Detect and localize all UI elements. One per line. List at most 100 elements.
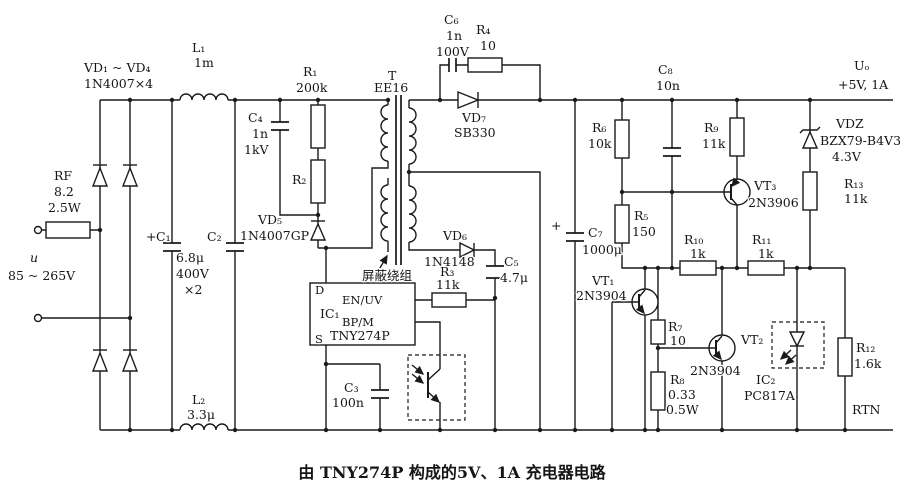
rf-name-label: RF [54,168,72,183]
vdz-value-label: BZX79-B4V3 [820,133,901,148]
bridge-diode-3 [121,164,139,187]
c6-name-label: C₆ [444,12,459,27]
vd7-value-label: SB330 [454,125,496,140]
opto-phototransistor [407,354,466,421]
figure-caption: 由 TNY274P 构成的5V、1A 充电器电路 [298,463,606,482]
resistor-r12 [837,337,853,377]
c1-plus-label: + [146,229,156,244]
bridge-name-label: VD₁ ~ VD₄ [83,60,151,75]
input-terminals [33,225,43,323]
opto-led-ic2 [771,321,825,369]
output-name-label: Uₒ [854,58,870,73]
r9-value-label: 11k [702,136,726,151]
vt2-name-label: VT₂ [740,332,763,347]
transistor-vt2 [708,334,736,362]
wire-snubber [439,64,541,100]
r13-name-label: R₁₃ [844,176,863,191]
vd5-value-label: 1N4007GP [240,228,309,243]
vt2-value-label: 2N3904 [690,363,741,378]
wire-ic1-pins [325,299,495,430]
ic1-pin-s-label: S [315,332,323,346]
r4-name-label: R₄ [476,22,490,37]
inductor-coils [179,93,229,431]
c7-value-label: 1000μ [582,242,622,257]
resistor-r8 [650,371,666,411]
r8-name-label: R₈ [670,372,684,387]
r5-value-label: 150 [632,224,656,239]
c8-value-label: 10n [656,78,680,93]
ic2-name-label: IC₂ [756,372,776,387]
rtn-label: RTN [852,402,881,417]
vdz-name-label: VDZ [835,116,864,131]
zener-vdz [799,126,821,149]
diode-vd7 [457,90,480,110]
c1-name-label: C₁ [156,229,171,244]
bridge-diode-1 [91,164,109,187]
l2-name-label: L₂ [192,392,205,407]
resistor-rf [45,221,91,239]
vd6-name-label: VD₆ [442,228,467,243]
r12-name-label: R₁₂ [856,340,875,355]
c1c2-mult-label: ×2 [184,282,202,297]
c4-name-label: C₄ [248,110,263,125]
c3-value-label: 100n [332,395,364,410]
r6-value-label: 10k [588,136,612,151]
c6-value-label: 1n [446,28,462,43]
r11-name-label: R₁₁ [752,232,771,247]
resistor-r5 [614,204,630,244]
c1c2-value-label: 6.8μ [176,250,204,265]
ic1-name-label: IC₁ [320,306,340,321]
transformer-windings [380,104,417,243]
ic1-pin-d-label: D [315,283,324,297]
r8-power-label: 0.5W [666,402,699,417]
c5-name-label: C₅ [504,254,519,269]
resistor-r11 [747,260,785,276]
r2-name-label: R₂ [292,172,306,187]
resistor-r9 [729,117,745,157]
c3-name-label: C₃ [344,380,359,395]
r1-name-label: R₁ [303,64,317,79]
r10-name-label: R₁₀ [684,232,703,247]
l1-name-label: L₁ [192,40,205,55]
c6-voltage-label: 100V [436,44,470,59]
vt3-value-label: 2N3906 [748,195,799,210]
r10-value-label: 1k [690,246,706,261]
r7-name-label: R₇ [668,319,682,334]
r8-value-label: 0.33 [668,387,696,402]
ic1-body [309,282,416,346]
transistor-vt3 [723,177,751,206]
c1c2-voltage-label: 400V [176,266,210,281]
vdz-voltage-label: 4.3V [832,149,862,164]
ic1-part-label: TNY274P [330,328,390,343]
wire-clamp-branch [279,100,389,283]
resistor-r4 [467,57,503,73]
r13-value-label: 11k [844,191,868,206]
resistor-r2 [310,159,326,204]
r11-value-label: 1k [758,246,774,261]
vd6-value-label: 1N4148 [424,254,475,269]
wire-secondary-rail [387,99,893,430]
r9-name-label: R₉ [704,120,718,135]
r7-value-label: 10 [670,333,686,348]
source-name-label: u [30,250,38,265]
c5-value-label: 4.7μ [500,270,528,285]
bridge-diode-4 [121,349,139,372]
r5-name-label: R₅ [634,208,648,223]
shield-winding-leader-arrow [379,254,388,269]
resistor-r3 [431,292,467,308]
ic1-pin-en-label: EN/UV [342,293,383,307]
vd5-name-label: VD₅ [257,212,282,227]
l1-value-label: 1m [194,55,214,70]
transformer-name-label: T [388,68,397,83]
rf-power-label: 2.5W [48,200,81,215]
vt1-value-label: 2N3904 [576,288,627,303]
junction-dots [97,97,848,433]
resistor-r13 [802,171,818,211]
vd7-name-label: VD₇ [461,110,486,125]
capacitor-plates [163,58,681,399]
resistor-r10 [679,260,717,276]
rf-value-label: 8.2 [54,184,74,199]
wire-primary-rails [99,99,893,431]
